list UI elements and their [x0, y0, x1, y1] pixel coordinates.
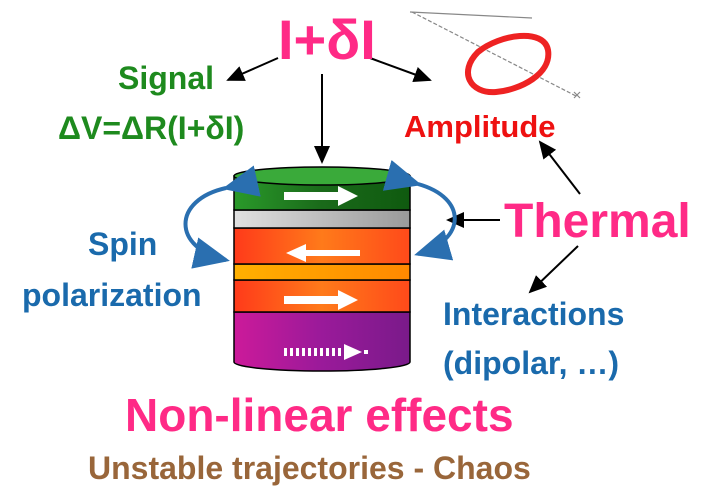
current-label: I+δI	[278, 8, 376, 71]
chaos-label: Unstable trajectories - Chaos	[88, 450, 531, 486]
nonlinear-effects-label: Non-linear effects	[125, 389, 514, 441]
arrow-thermal-to-interactions	[528, 245, 579, 294]
magnetization-arrow-top	[284, 186, 358, 206]
signal-title: Signal	[118, 60, 215, 96]
magnetic-stack	[233, 166, 411, 372]
spin-arrow-right	[382, 159, 457, 261]
arrow-thermal-to-amplitude	[538, 140, 581, 195]
stack-top-face	[233, 166, 411, 186]
connection-arrows	[226, 57, 581, 294]
magnetization-arrow-dashed	[284, 344, 368, 360]
layer-free-top	[233, 227, 411, 265]
amplitude-orbit	[409, 11, 581, 99]
magnetization-arrow-free-top	[286, 244, 360, 262]
magnetization-arrow-free-bottom	[284, 290, 358, 310]
thermal-label: Thermal	[504, 195, 691, 248]
arrow-current-to-amplitude	[369, 57, 432, 83]
spin-polarization-label-line2: polarization	[22, 277, 202, 313]
spin-polarization-label-line1: Spin	[88, 226, 158, 262]
amplitude-label: Amplitude	[404, 109, 556, 144]
spin-polarization-arrows	[183, 159, 457, 269]
interactions-label-line1: Interactions	[443, 296, 625, 332]
signal-equation: ΔV=ΔR(I+δI)	[58, 110, 245, 146]
arrow-current-to-signal	[226, 57, 279, 81]
interactions-label-line2: (dipolar, …)	[443, 345, 619, 381]
layer-purple	[233, 311, 411, 372]
layer-spacer	[233, 209, 411, 229]
layer-orange	[233, 263, 411, 281]
spin-arrow-left	[183, 165, 261, 269]
